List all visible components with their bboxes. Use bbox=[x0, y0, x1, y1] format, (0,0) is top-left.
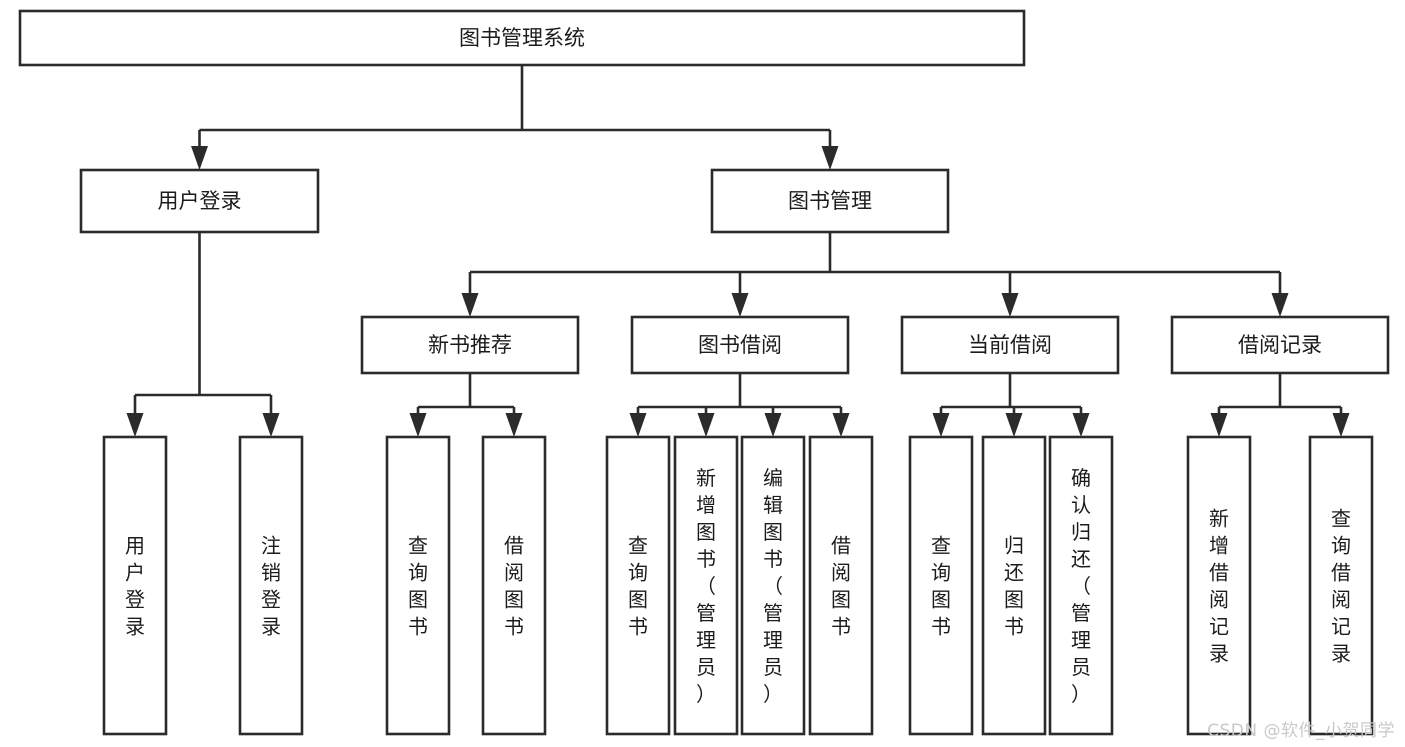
leaf-box[interactable] bbox=[1308, 435, 1374, 736]
leaf-node[interactable]: 查询图书 bbox=[908, 435, 974, 736]
leaf-box[interactable] bbox=[981, 435, 1047, 736]
level2-node[interactable]: 图书管理 bbox=[710, 168, 950, 234]
leaf-node[interactable]: 用户登录 bbox=[102, 435, 168, 736]
connector-arrowhead bbox=[1271, 293, 1289, 317]
connector-arrowhead bbox=[764, 413, 782, 437]
root-node-label: 图书管理系统 bbox=[459, 26, 585, 50]
connector-arrowhead bbox=[191, 146, 208, 170]
leaf-node[interactable]: 查询借阅记录 bbox=[1308, 435, 1374, 736]
leaf-node-label: 借阅图书 bbox=[504, 534, 524, 639]
connector-arrowhead bbox=[1001, 293, 1019, 317]
leaf-node[interactable]: 注销登录 bbox=[238, 435, 304, 736]
level2-node[interactable]: 用户登录 bbox=[79, 168, 320, 234]
root-node[interactable]: 图书管理系统 bbox=[18, 9, 1026, 67]
leaf-box[interactable] bbox=[481, 435, 547, 736]
leaf-node-label: 归还图书 bbox=[1004, 534, 1024, 639]
connector-arrowhead bbox=[409, 413, 427, 437]
leaf-node-label: 确认归还（管理员） bbox=[1071, 466, 1091, 706]
leaf-node-label: 注销登录 bbox=[261, 534, 281, 639]
level3-box[interactable] bbox=[630, 315, 850, 375]
leaf-node-label: 编辑图书（管理员） bbox=[763, 466, 783, 706]
leaf-node-label: 借阅图书 bbox=[831, 534, 851, 639]
connector-arrowhead bbox=[731, 293, 749, 317]
level3-node-label: 借阅记录 bbox=[1238, 333, 1322, 357]
connector-arrowhead bbox=[629, 413, 647, 437]
level2-node-label: 图书管理 bbox=[788, 189, 872, 213]
leaf-box[interactable] bbox=[740, 435, 806, 736]
level3-node[interactable]: 新书推荐 bbox=[360, 315, 580, 375]
connector-arrowhead bbox=[697, 413, 715, 437]
connector-arrowhead bbox=[461, 293, 479, 317]
leaf-box[interactable] bbox=[605, 435, 671, 736]
leaf-node-label: 新增图书（管理员） bbox=[696, 466, 716, 706]
leaf-node-label: 查询图书 bbox=[931, 534, 951, 639]
node-layer: 图书管理系统用户登录图书管理新书推荐图书借阅当前借阅借阅记录用户登录注销登录查询… bbox=[18, 9, 1390, 736]
connector-arrowhead bbox=[821, 146, 839, 170]
leaf-node[interactable]: 借阅图书 bbox=[481, 435, 547, 736]
leaf-box[interactable] bbox=[808, 435, 874, 736]
connector-arrowhead bbox=[1072, 413, 1090, 437]
leaf-box[interactable] bbox=[1186, 435, 1252, 736]
level3-node[interactable]: 图书借阅 bbox=[630, 315, 850, 375]
connector-layer bbox=[126, 65, 1350, 437]
level3-node-label: 图书借阅 bbox=[698, 333, 782, 357]
leaf-node-label: 查询图书 bbox=[628, 534, 648, 639]
level3-box[interactable] bbox=[1170, 315, 1390, 375]
level3-box[interactable] bbox=[900, 315, 1120, 375]
leaf-box[interactable] bbox=[908, 435, 974, 736]
connector-arrowhead bbox=[1210, 413, 1228, 437]
level3-node[interactable]: 当前借阅 bbox=[900, 315, 1120, 375]
level3-node-label: 新书推荐 bbox=[428, 333, 512, 357]
leaf-box[interactable] bbox=[673, 435, 739, 736]
leaf-node[interactable]: 新增借阅记录 bbox=[1186, 435, 1252, 736]
watermark-text: CSDN @软件_小贺同学 bbox=[1207, 721, 1395, 741]
leaf-node-label: 查询借阅记录 bbox=[1331, 507, 1351, 666]
leaf-node[interactable]: 借阅图书 bbox=[808, 435, 874, 736]
leaf-node[interactable]: 新增图书（管理员） bbox=[673, 435, 739, 736]
level2-node-label: 用户登录 bbox=[158, 189, 242, 213]
leaf-node-label: 用户登录 bbox=[125, 534, 145, 639]
leaf-node-label: 查询图书 bbox=[408, 534, 428, 639]
level2-box[interactable] bbox=[710, 168, 950, 234]
connector-arrowhead bbox=[1332, 413, 1350, 437]
leaf-box[interactable] bbox=[385, 435, 451, 736]
leaf-box[interactable] bbox=[102, 435, 168, 736]
connector-arrowhead bbox=[126, 413, 144, 437]
leaf-node[interactable]: 编辑图书（管理员） bbox=[740, 435, 806, 736]
leaf-node[interactable]: 查询图书 bbox=[605, 435, 671, 736]
connector-arrowhead bbox=[932, 413, 950, 437]
level2-box[interactable] bbox=[79, 168, 320, 234]
connector-arrowhead bbox=[1005, 413, 1023, 437]
leaf-node[interactable]: 确认归还（管理员） bbox=[1048, 435, 1114, 736]
leaf-box[interactable] bbox=[238, 435, 304, 736]
level3-node-label: 当前借阅 bbox=[968, 333, 1052, 357]
leaf-box[interactable] bbox=[1048, 435, 1114, 736]
connector-arrowhead bbox=[505, 413, 523, 437]
leaf-node[interactable]: 归还图书 bbox=[981, 435, 1047, 736]
level3-box[interactable] bbox=[360, 315, 580, 375]
leaf-node-label: 新增借阅记录 bbox=[1209, 507, 1229, 666]
level3-node[interactable]: 借阅记录 bbox=[1170, 315, 1390, 375]
leaf-node[interactable]: 查询图书 bbox=[385, 435, 451, 736]
root-box[interactable] bbox=[18, 9, 1026, 67]
connector-arrowhead bbox=[262, 413, 280, 437]
connector-arrowhead bbox=[832, 413, 850, 437]
